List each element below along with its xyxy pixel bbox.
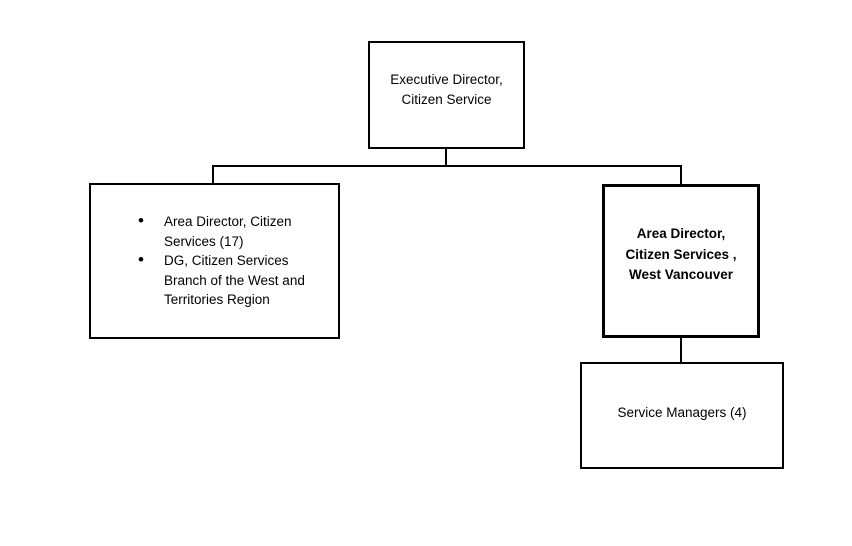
node-area-director-west-vancouver: Area Director, Citizen Services , West V… — [602, 184, 760, 338]
list-item: Area Director, Citizen Services (17) — [91, 211, 338, 251]
node-label-line: Executive Director, — [390, 72, 503, 87]
node-executive-director: Executive Director, Citizen Service — [368, 41, 525, 149]
node-label-line: West Vancouver — [628, 267, 734, 283]
node-label-line: Area Director, — [636, 226, 726, 242]
bullet-line: DG, Citizen Services — [164, 253, 289, 269]
bullet-line: Territories Region — [164, 292, 270, 308]
connector-horizontal-bar — [212, 165, 682, 167]
bullet-line: Branch of the West and — [164, 272, 305, 288]
node-area-directors-group: Area Director, Citizen Services (17) DG,… — [89, 183, 340, 339]
connector-left-drop — [212, 165, 214, 184]
bullet-list: Area Director, Citizen Services (17) DG,… — [91, 211, 338, 310]
connector-right-drop — [680, 165, 682, 185]
list-item: DG, Citizen Services Branch of the West … — [91, 250, 338, 310]
node-label-line: Citizen Service — [401, 92, 492, 107]
connector-service-managers-drop — [680, 337, 682, 363]
bullet-line: Area Director, Citizen — [164, 214, 292, 230]
connector-executive-stub — [445, 149, 447, 166]
node-service-managers: Service Managers (4) — [580, 362, 784, 469]
bullet-line: Services (17) — [164, 233, 244, 249]
node-label-line: Service Managers (4) — [617, 405, 747, 420]
node-label-line: Citizen Services , — [625, 246, 737, 262]
